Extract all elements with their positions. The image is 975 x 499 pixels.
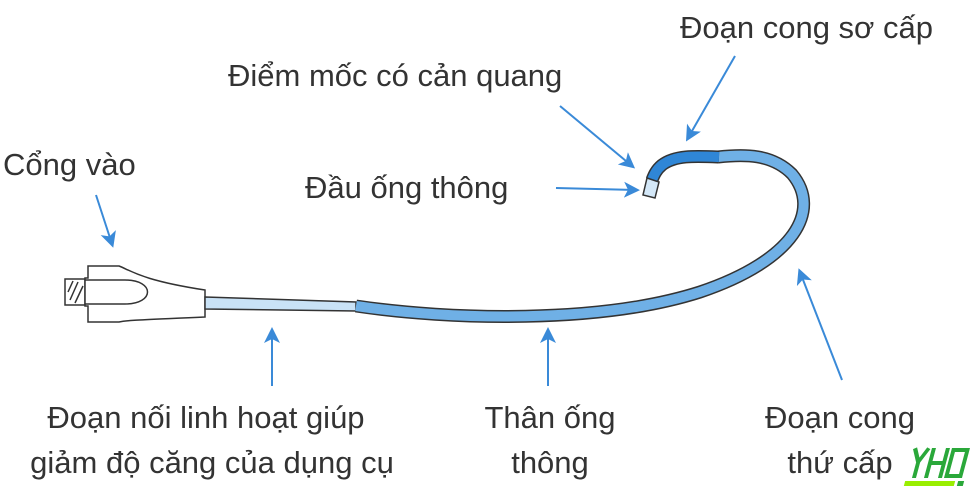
arrow-tip [555,181,640,198]
label-primary-curve: Đoạn cong sơ cấp [680,10,933,45]
radiopaque-marker [645,149,720,183]
label-hub: Cổng vào [3,147,136,182]
hub-connector [64,265,206,323]
catheter-tip [642,177,660,199]
catheter-shaft [355,149,811,323]
label-radiopaque-marker: Điểm mốc có cản quang [228,58,562,93]
label-shaft-1: Thân ống [485,400,616,435]
arrow-hub [95,194,116,248]
label-strain-relief-2: giảm độ căng của dụng cụ [30,445,394,480]
label-shaft-2: thông [511,445,589,480]
arrow-marker [559,105,636,169]
label-strain-relief-1: Đoạn nối linh hoạt giúp [47,400,364,435]
arrow-secondary-curve [796,268,843,381]
label-secondary-curve-2: thứ cấp [787,445,892,480]
arrow-primary-curve [686,55,736,142]
strain-relief-section [204,296,357,312]
label-catheter-tip: Đầu ống thông [305,170,508,205]
label-secondary-curve-1: Đoạn cong [765,400,915,435]
watermark-logo [903,447,970,486]
